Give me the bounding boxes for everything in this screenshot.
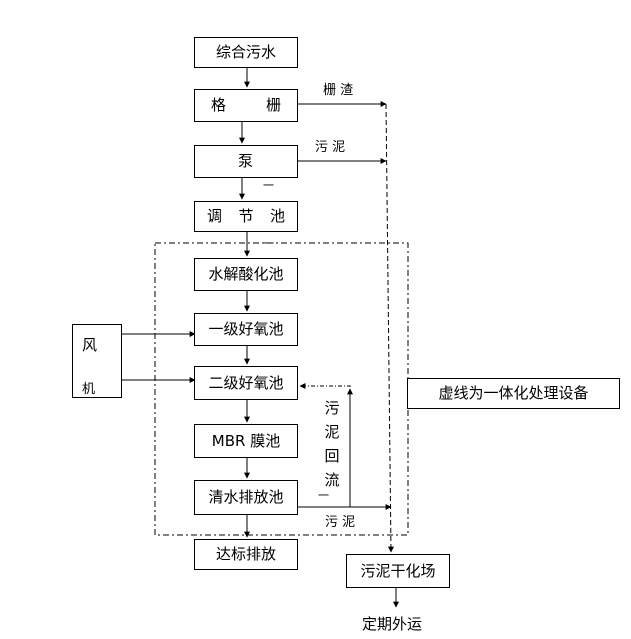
- pump-box: 泵: [194, 145, 298, 178]
- regulating-tank-box: 调 节 池: [194, 201, 298, 232]
- sludge-return-horizontal: [299, 383, 351, 389]
- legend-box: 虚线为一体化处理设备: [407, 378, 620, 409]
- integrated-equipment-boundary: [154, 242, 409, 536]
- tick-mark-1: 一: [263, 179, 274, 192]
- primary-aerobic-box: 一级好氧池: [194, 313, 298, 346]
- screen-char-2: 栅: [265, 96, 281, 114]
- pump-sludge-label: 污 泥: [315, 140, 346, 155]
- sludge-dashed-line: [385, 103, 394, 553]
- fan-box: 风 机: [72, 324, 122, 398]
- regulating-char-1: 调: [207, 207, 223, 225]
- tick-mark-2: 一: [263, 237, 274, 250]
- sludge-drying-box: 污泥干化场: [346, 554, 450, 588]
- fan-char-2: 机: [82, 382, 96, 397]
- clear-water-box: 清水排放池: [194, 480, 298, 515]
- mbr-tank-box: MBR 膜池: [194, 424, 298, 458]
- screen-box: 格 栅: [194, 89, 298, 122]
- screen-residue-label: 栅 渣: [323, 83, 354, 98]
- fan-char-1: 风: [82, 336, 98, 354]
- regulating-char-3: 池: [269, 207, 285, 225]
- clear-sludge-label: 污 泥: [325, 515, 356, 530]
- tick-mark-3: 一: [318, 489, 329, 502]
- regulating-char-2: 节: [238, 207, 254, 225]
- hydrolysis-tank-box: 水解酸化池: [194, 258, 298, 291]
- return-char-4: 流: [324, 471, 340, 489]
- return-char-2: 泥: [324, 423, 340, 441]
- discharge-box: 达标排放: [194, 539, 298, 570]
- return-char-1: 污: [324, 399, 340, 417]
- return-char-3: 回: [324, 447, 340, 465]
- screen-char-1: 格: [211, 96, 227, 114]
- secondary-aerobic-box: 二级好氧池: [194, 366, 298, 400]
- wastewater-box: 综合污水: [194, 37, 298, 68]
- outbound-label: 定期外运: [362, 615, 423, 633]
